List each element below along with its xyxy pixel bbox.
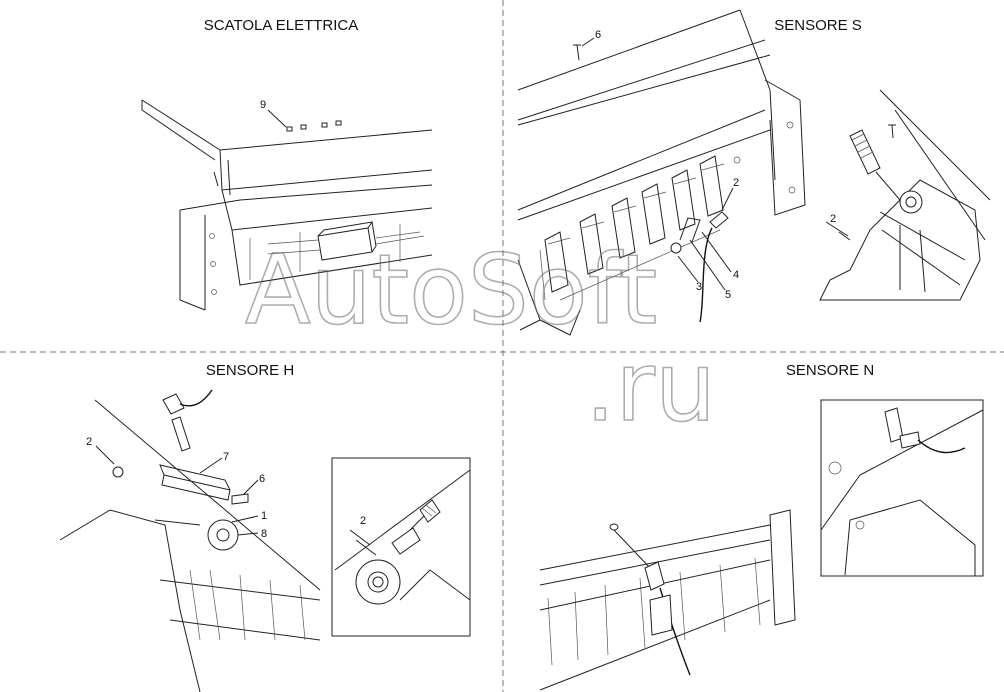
callout-2: 2: [733, 177, 739, 189]
panel-title-sensore-h: SENSORE H: [206, 362, 294, 379]
callout-h-1: 1: [261, 510, 267, 522]
callout-6: 6: [595, 29, 601, 41]
panel-title-sensore-s: SENSORE S: [774, 17, 862, 34]
panel-sensore-h: SENSORE H 2 7 6 1 8: [59, 362, 471, 692]
callout-h-7: 7: [223, 451, 229, 463]
panel-title-scatola: SCATOLA ELETTRICA: [204, 17, 359, 34]
callout-gap-s: 2: [830, 213, 836, 225]
fasteners-9: [286, 120, 342, 132]
callout-h-6: 6: [259, 473, 265, 485]
watermark-text-autosoft: AutoSoft: [245, 234, 657, 346]
electrical-box: [267, 221, 425, 261]
callout-9: 9: [260, 99, 266, 111]
callout-5: 5: [725, 289, 731, 301]
detail-view-n: [820, 399, 984, 577]
panel-sensore-n: SENSORE N: [539, 362, 984, 691]
callout-4: 4: [733, 269, 739, 281]
panel-title-sensore-n: SENSORE N: [786, 362, 874, 379]
metering-units: [539, 155, 725, 301]
callout-3: 3: [696, 281, 702, 293]
panel-scatola-elettrica: SCATOLA ELETTRICA 9: [141, 17, 433, 311]
panel-sensore-s: SENSORE S 6 2 4 3 5: [517, 9, 991, 336]
callout-gap-h: 2: [360, 515, 366, 527]
callout-h-2: 2: [86, 436, 92, 448]
watermark: AutoSoft .ru: [244, 233, 716, 444]
detail-view-h: 2: [331, 457, 471, 637]
detail-view-s: 2: [819, 89, 991, 301]
callout-h-8: 8: [261, 528, 267, 540]
watermark-text-ru: .ru: [585, 331, 716, 443]
